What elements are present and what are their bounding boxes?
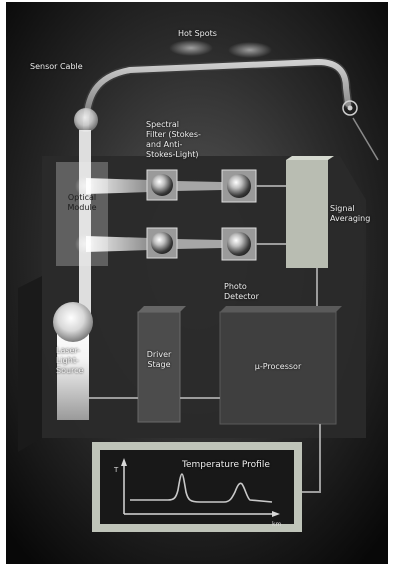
signal-averaging-label: Signal Averaging [330, 204, 371, 223]
signal-averaging-box [286, 160, 328, 268]
sensor-cable [83, 58, 351, 131]
cable-coupler-sphere [74, 108, 98, 132]
driver-stage-label: Driver Stage [146, 350, 172, 369]
graph-y-label: T [113, 466, 119, 474]
fiber-vertical-beam [79, 130, 91, 320]
sphere-icon [146, 227, 178, 259]
filtered-beam-upper [176, 181, 222, 191]
spectral-filter-label: Spectral Filter (Stokes- and Anti- Stoke… [146, 120, 201, 159]
graph-y-arrow [121, 458, 127, 466]
signal-averaging-top [286, 156, 334, 160]
optical-module-label: Optical Module [67, 193, 97, 212]
processor-box [219, 311, 337, 425]
processor-label: µ-Processor [254, 362, 302, 371]
photo-detector-label: Photo Detector [224, 282, 259, 301]
hot-spots-label: Hot Spots [178, 29, 217, 38]
sensor-cable-label: Sensor Cable [30, 62, 83, 71]
temperature-trace [130, 473, 273, 503]
processor-display-wire [300, 424, 321, 493]
driver-stage-box [137, 311, 181, 423]
sphere-icon [221, 227, 257, 261]
driver-stage-top [138, 306, 186, 312]
processor-top [220, 306, 342, 312]
beam-splitter-glow [75, 176, 95, 196]
temperature-display-screen [100, 450, 294, 524]
instrument-panel-side [18, 276, 42, 452]
target-icon [342, 100, 358, 116]
anti-stokes-beam [86, 236, 150, 252]
sphere-icon [221, 169, 257, 203]
sensor-cable-tail [352, 117, 379, 161]
laser-sphere [53, 302, 93, 342]
sphere-icon [146, 169, 178, 201]
graph-x-label: km [272, 521, 281, 528]
hot-spot-glow [169, 40, 213, 56]
stokes-beam [86, 178, 150, 194]
hot-spot-glow [228, 42, 272, 58]
beam-splitter-glow [75, 234, 95, 254]
graph-x-arrow [272, 511, 280, 517]
filtered-beam-lower [176, 239, 222, 249]
temperature-profile-label: Temperature Profile [182, 460, 270, 470]
laser-light-source-label: Laser- Light- Source [56, 346, 84, 375]
